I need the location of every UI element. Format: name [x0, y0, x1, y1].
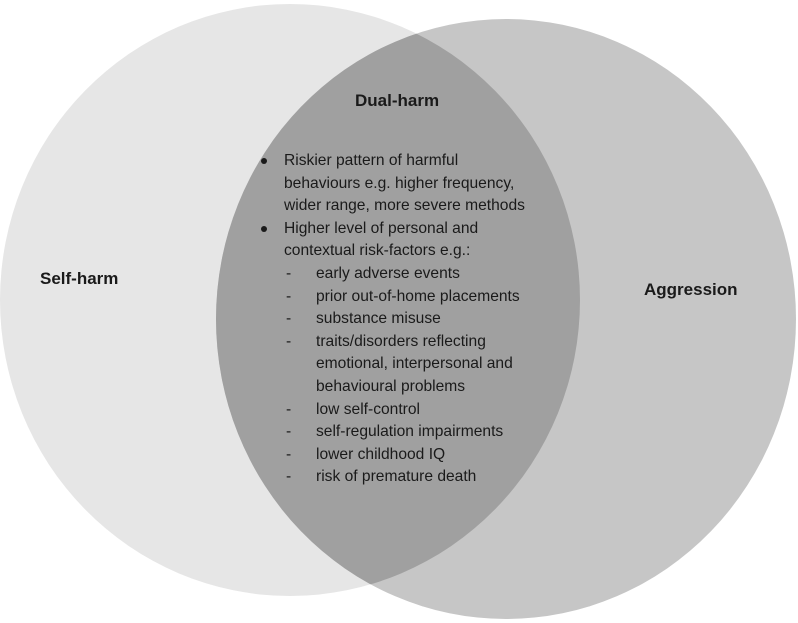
risk-factor-list: - early adverse events - prior out-of-ho… — [258, 263, 578, 489]
risk-factor-item: - risk of premature death — [258, 466, 578, 489]
dash-marker: - — [286, 287, 292, 305]
bullet-line: behaviours e.g. higher frequency, — [284, 174, 515, 192]
dual-harm-characteristics: Riskier pattern of harmful behaviours e.… — [258, 150, 578, 489]
dash-marker: - — [286, 468, 292, 486]
bullet-line: contextual risk-factors e.g.: — [284, 242, 471, 260]
risk-factor-item: - substance misuse — [258, 308, 578, 331]
risk-factor-line: prior out-of-home placements — [316, 287, 520, 305]
risk-factor-item: - low self-control — [258, 399, 578, 422]
risk-factor-line: early adverse events — [316, 264, 460, 282]
self-harm-label: Self-harm — [40, 269, 119, 288]
risk-factor-line: risk of premature death — [316, 468, 477, 486]
dual-harm-title: Dual-harm — [355, 91, 440, 110]
risk-factor-item: - early adverse events — [258, 263, 578, 286]
risk-factor-line: substance misuse — [316, 310, 441, 328]
dash-marker: - — [286, 332, 292, 350]
risk-factor-item: - traits/disorders reflecting emotional,… — [258, 331, 578, 399]
risk-factor-item: - lower childhood IQ — [258, 444, 578, 467]
dash-marker: - — [286, 310, 292, 328]
risk-factor-item: - self-regulation impairments — [258, 421, 578, 444]
risk-factor-line: emotional, interpersonal and — [316, 355, 513, 373]
risk-factor-line: lower childhood IQ — [316, 445, 446, 463]
bullet-line: Riskier pattern of harmful — [284, 152, 459, 169]
dual-harm-overlap — [216, 19, 580, 596]
aggression-label: Aggression — [644, 280, 738, 299]
bullet-line: wider range, more severe methods — [284, 197, 525, 215]
bullet-point-riskier-pattern: Riskier pattern of harmful behaviours e.… — [258, 150, 578, 218]
dash-marker: - — [286, 423, 292, 441]
bullet-dot-icon — [261, 158, 267, 164]
risk-factor-item: - prior out-of-home placements — [258, 286, 578, 309]
bullet-point-risk-factors: Higher level of personal and contextual … — [258, 218, 578, 263]
bullet-line: Higher level of personal and — [284, 219, 479, 237]
risk-factor-line: low self-control — [316, 400, 420, 418]
dash-marker: - — [286, 400, 292, 418]
dash-marker: - — [286, 445, 292, 463]
dash-marker: - — [286, 264, 292, 282]
bullet-dot-icon — [261, 225, 267, 232]
risk-factor-line: behavioural problems — [316, 377, 466, 395]
risk-factor-line: traits/disorders reflecting — [316, 332, 486, 350]
risk-factor-line: self-regulation impairments — [316, 423, 504, 441]
